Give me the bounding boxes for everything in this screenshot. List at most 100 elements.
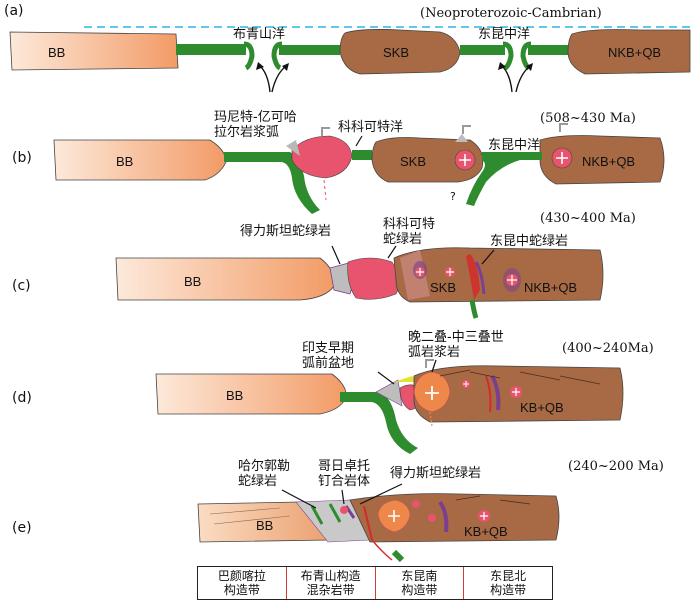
fold-lines (209, 507, 291, 525)
volcano-icon (462, 125, 471, 134)
ophiolite-belt (474, 261, 486, 295)
delisitan-ophiolite-label: 得力斯坦蛇绿岩 (390, 465, 481, 481)
bb-block (115, 257, 335, 301)
panel-b-tag: (b) (12, 150, 32, 166)
kb-composite-block (393, 247, 604, 303)
panel-e-age: (240~200 Ma) (568, 459, 664, 474)
fault-zone (466, 254, 480, 300)
ophiolite-fragments (310, 503, 342, 525)
ocean-crust (352, 150, 372, 160)
plus-icon (463, 381, 469, 387)
arrow-head (498, 62, 506, 70)
pointer-line (331, 245, 341, 265)
skb-block (371, 137, 484, 183)
panel-b-age: (508~430 Ma) (540, 111, 636, 126)
pointer-line (387, 245, 397, 259)
subducting-slab (340, 392, 418, 454)
skb-block (339, 29, 461, 75)
east-kunlun-ocean-label: 东昆中洋 (488, 138, 540, 153)
accretionary-wedge (286, 140, 300, 156)
bb-label: BB (116, 154, 133, 169)
legend-cell-east-kunlun-south: 东昆南 构造带 (376, 567, 465, 599)
arrow-head (282, 63, 289, 71)
pointer-line (359, 483, 403, 505)
volcano-icon (321, 127, 330, 136)
bb-label: BB (226, 388, 243, 403)
legend-text: 东昆南 (401, 569, 438, 583)
plus-icon (480, 512, 488, 520)
bb-label: BB (48, 45, 65, 60)
panel-a-age: (Neoproterozoic-Cambrian) (420, 6, 602, 21)
panel-d: (d) (400~240Ma) BB KB+QB 印支早期 弧前盆地 晚二叠-中… (12, 330, 654, 454)
kekekete-label-line2: 蛇绿岩 (383, 232, 422, 247)
ocean-crust (176, 44, 246, 55)
bb-block (155, 373, 347, 415)
pointer-line (281, 489, 317, 509)
legend-text: 构造带 (223, 583, 260, 597)
panel-d-tag: (d) (12, 390, 32, 406)
plus-icon (556, 152, 568, 164)
nkb-qb-label: NKB+QB (524, 280, 577, 295)
fault-line (371, 539, 393, 561)
nkb-qb-block (567, 29, 691, 75)
slab-remnant (391, 549, 405, 563)
fault-line (485, 375, 492, 413)
east-kunlun-ocean-label: 东昆中洋 (478, 27, 530, 42)
spreading-ridge (243, 41, 255, 71)
fault-line (363, 505, 373, 541)
indosinian-label-line1: 印支早期 (302, 341, 354, 356)
granite-pluton (428, 514, 436, 522)
bb-block (53, 139, 227, 181)
legend-text: 构造带 (401, 583, 438, 597)
buqingshan-ocean-label: 布青山洋 (233, 27, 285, 42)
arrow-head (256, 62, 264, 70)
kekekete-label-line1: 科科可特 (383, 217, 435, 232)
thrust-lines (439, 369, 601, 385)
plus-icon (446, 268, 454, 276)
pointer-line (431, 359, 437, 373)
panel-c-age: (430~400 Ma) (540, 211, 636, 226)
bb-block (9, 31, 179, 71)
delisitan-ophiolite-label: 得力斯坦蛇绿岩 (240, 223, 331, 239)
bb-label: BB (256, 518, 273, 533)
legend-text: 构造带 (490, 583, 527, 597)
nkb-qb-label: NKB+QB (608, 45, 661, 60)
nkb-qb-block (539, 135, 665, 185)
ocean-crust (460, 45, 505, 55)
nkb-qb-label: NKB+QB (582, 154, 635, 169)
bb-label: BB (184, 274, 201, 289)
kb-qb-label: KB+QB (520, 400, 564, 415)
melt-path (323, 179, 327, 201)
legend-cell-bayankala: 巴颜喀拉 构造带 (198, 567, 287, 599)
legend-text: 混杂岩带 (306, 583, 355, 597)
indosinian-label-line2: 弧前盆地 (302, 355, 354, 371)
magmatic-arc (291, 135, 353, 179)
ocean-crust (520, 152, 542, 160)
panel-e-tag: (e) (12, 520, 32, 536)
panel-a: (a) (Neoproterozoic-Cambrian) BB SKB NKB… (4, 3, 692, 93)
plus-icon (425, 386, 439, 400)
plus-icon (507, 275, 517, 285)
plus-icon (459, 154, 471, 166)
slab-remnant (469, 299, 479, 319)
plus-icon (388, 510, 400, 522)
subducting-slab (224, 152, 320, 214)
arc-label-line2: 拉尔岩浆弧 (214, 125, 279, 140)
pointer-line (341, 489, 345, 505)
panel-b: (b) (508~430 Ma) BB SKB ? NKB+QB 玛尼特-亿可哈… (12, 110, 665, 214)
panel-e: (e) (240~200 Ma) BB KB+QB 哈尔郭勒 蛇绿岩 哥日卓托 … (12, 458, 664, 563)
late-permian-label-line1: 晚二叠-中三叠世 (408, 330, 504, 345)
pointer-arrow (355, 135, 363, 147)
plus-icon (416, 268, 424, 276)
volcano-icon (559, 123, 568, 132)
panel-a-tag: (a) (4, 3, 24, 19)
pointer-line (377, 371, 395, 385)
arrow-head (526, 63, 533, 71)
ophiolite-belt (490, 375, 501, 411)
panel-c-tag: (c) (12, 278, 31, 294)
legend-cell-east-kunlun-north: 东昆北 构造带 (464, 567, 552, 599)
tectonic-zone-legend: 巴颜喀拉 构造带 布青山构造 混杂岩带 东昆南 构造带 东昆北 构造带 (197, 566, 553, 600)
spreading-ridge (502, 41, 514, 71)
panel-c: (c) (430~400 Ma) BB SKB NKB+QB 得力斯坦蛇绿岩 科… (12, 211, 636, 319)
skb-label: SKB (383, 45, 409, 60)
